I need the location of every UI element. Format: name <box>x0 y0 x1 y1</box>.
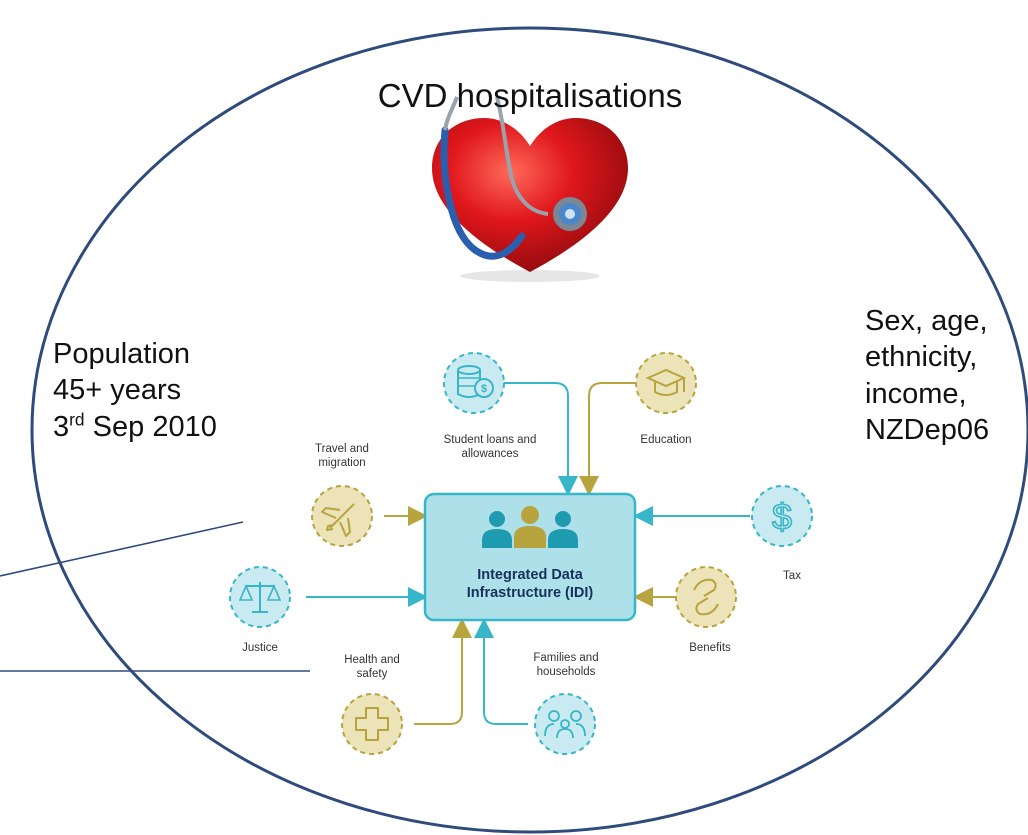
outer-ellipse <box>30 26 1028 834</box>
idi-title-line-1: Integrated Data <box>477 567 583 583</box>
population-date-rest: Sep 2010 <box>84 410 217 443</box>
label-families: Families and households <box>516 652 616 680</box>
family-icon <box>534 693 596 755</box>
label-student-loans: Student loans and allowances <box>420 434 560 462</box>
label-line: Education <box>640 434 692 446</box>
plus-cross-icon <box>341 693 403 755</box>
scales-icon <box>229 566 291 628</box>
label-line: households <box>536 665 596 678</box>
pointer-line-population <box>0 521 244 577</box>
population-date-suffix: rd <box>69 408 85 429</box>
population-line-3: 3rd Sep 2010 <box>53 409 217 445</box>
label-education: Education <box>626 434 706 448</box>
label-line: Tax <box>783 570 801 582</box>
helping-hands-icon <box>675 566 737 628</box>
covariate-line: ethnicity, <box>865 341 978 374</box>
label-line: Families and <box>533 652 599 664</box>
svg-text:$: $ <box>772 496 792 537</box>
label-line: Justice <box>242 642 278 654</box>
connector-student-loans <box>504 382 578 496</box>
population-line-1: Population <box>53 338 191 370</box>
population-line-2: 45+ years <box>53 374 182 407</box>
covariate-line: NZDep06 <box>865 413 990 446</box>
graduation-cap-icon <box>635 352 697 414</box>
connector-education <box>579 382 636 496</box>
people-group-icon <box>482 506 578 548</box>
label-benefits: Benefits <box>675 642 745 656</box>
label-line: safety <box>356 667 388 680</box>
covariates-label: Sex, age, ethnicity, income, NZDep06 <box>865 303 989 448</box>
idi-title: Integrated Data Infrastructure (IDI) <box>425 566 635 602</box>
idi-box <box>423 492 637 622</box>
connector-health <box>414 618 472 725</box>
population-date-day: 3 <box>53 410 70 443</box>
population-label: Population 45+ years 3rd Sep 2010 <box>53 336 217 445</box>
page-title: CVD hospitalisations <box>377 77 683 114</box>
label-line: migration <box>318 456 366 469</box>
airplane-icon <box>311 485 373 547</box>
dollar-sign-icon: $ <box>751 485 813 547</box>
covariate-line: Sex, age, <box>865 305 988 337</box>
heart-stethoscope-icon <box>432 96 628 282</box>
coins-dollar-icon: $ <box>443 352 505 414</box>
label-line: Travel and <box>315 443 369 455</box>
idi-title-line-2: Infrastructure (IDI) <box>466 585 594 602</box>
label-line: Student loans and <box>443 434 537 446</box>
label-line: allowances <box>461 447 519 460</box>
svg-text:$: $ <box>481 383 487 395</box>
label-travel: Travel and migration <box>296 443 388 471</box>
covariate-line: income, <box>865 377 967 410</box>
label-line: Benefits <box>689 642 731 654</box>
label-tax: Tax <box>772 570 812 584</box>
connector-families <box>474 618 528 725</box>
label-line: Health and <box>344 654 400 666</box>
label-health: Health and safety <box>330 654 414 682</box>
label-justice: Justice <box>225 642 295 656</box>
